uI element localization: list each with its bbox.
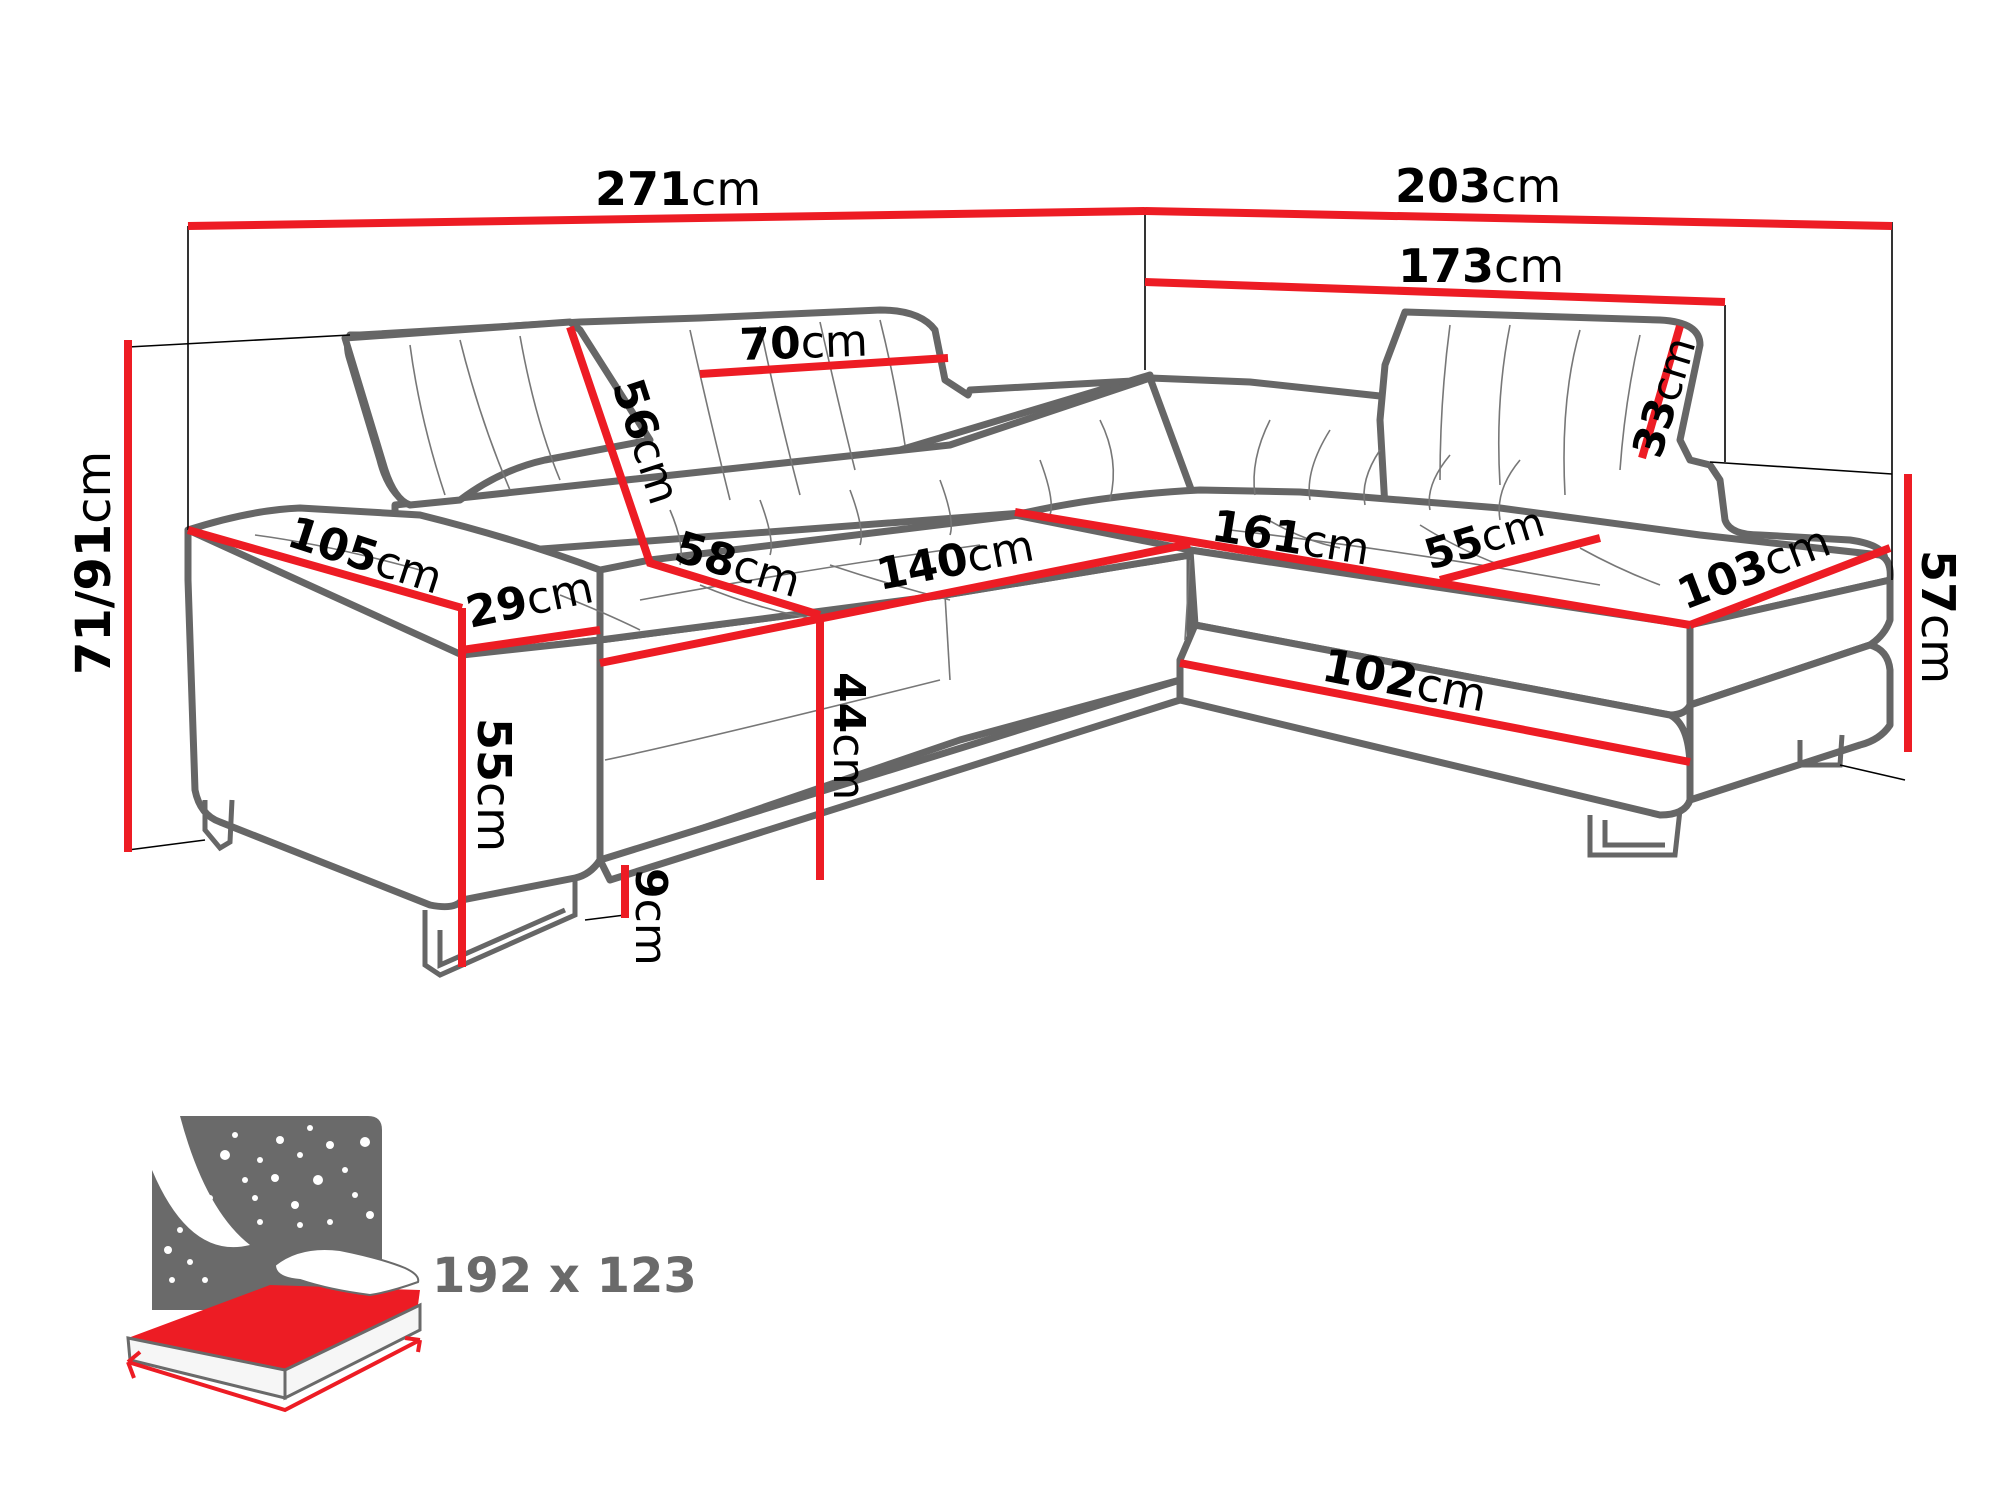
dim-line-102 (1179, 659, 1691, 766)
dim-line-140 (599, 540, 1191, 667)
dim-line-173 (1144, 278, 1726, 306)
dim-line-29 (461, 626, 601, 654)
dimension-lines (124, 207, 1912, 967)
label-71-91: 71/91cm (66, 451, 122, 675)
dim-line-55-chaise (1438, 534, 1602, 584)
label-57: 57cm (1911, 550, 1965, 684)
dim-line-56 (566, 325, 822, 619)
dim-line-105 (186, 526, 464, 612)
label-271: 271cm (595, 162, 761, 216)
sleeping-area-size: 192 x 123 (432, 1248, 697, 1304)
label-203: 203cm (1395, 159, 1561, 213)
dim-line-33 (1638, 324, 1684, 460)
label-29: 29cm (462, 562, 598, 639)
bed-night-stars-icon (126, 1116, 422, 1413)
label-140: 140cm (872, 520, 1038, 600)
label-9: 9cm (625, 868, 676, 966)
label-55-left: 55cm (467, 718, 521, 852)
label-161: 161cm (1208, 500, 1373, 575)
dim-line-103 (1688, 544, 1892, 629)
extension-lines (127, 208, 1906, 921)
dim-line-161 (1014, 508, 1691, 629)
dim-line-203 (1144, 207, 1893, 230)
dim-line-70 (699, 354, 949, 378)
stars-decoration (164, 1125, 374, 1283)
sofa-illustration (184, 306, 1894, 911)
label-173: 173cm (1398, 239, 1564, 293)
sofa-legs (202, 734, 1845, 978)
label-70: 70cm (739, 316, 869, 371)
label-44: 44cm (823, 672, 874, 800)
dim-line-271 (187, 207, 1146, 230)
